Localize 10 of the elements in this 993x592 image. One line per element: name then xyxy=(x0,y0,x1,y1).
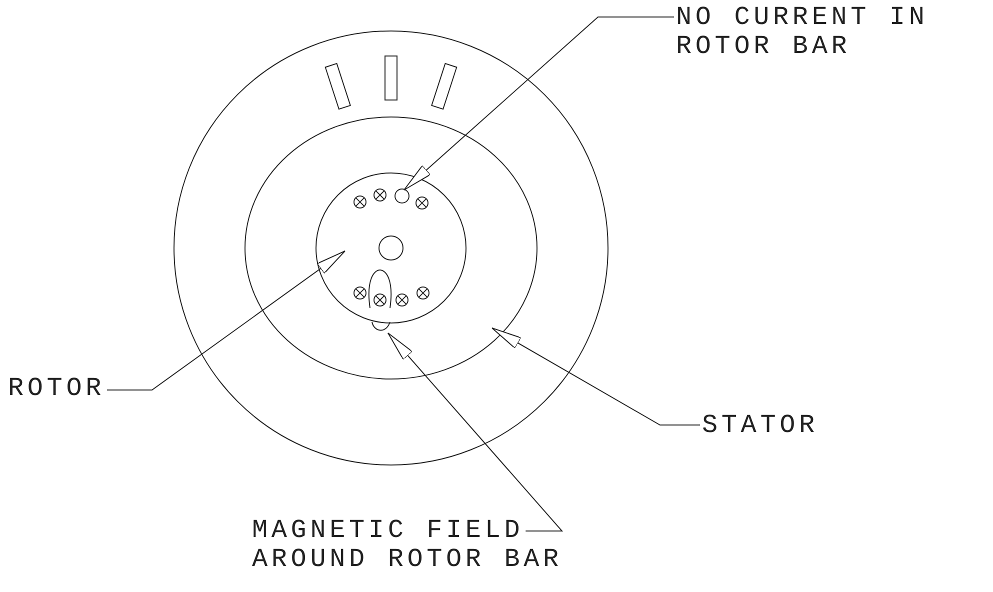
leader-line xyxy=(492,328,700,426)
rotor-bar xyxy=(394,188,410,204)
leader-line xyxy=(388,332,564,532)
leader-line xyxy=(404,16,674,190)
callout-label: STATOR xyxy=(702,411,842,440)
callout-label: MAGNETIC FIELD AROUND ROTOR BAR xyxy=(252,516,592,574)
leader-line xyxy=(106,250,346,390)
stator-ring xyxy=(174,30,608,466)
callout-label: NO CURRENT IN ROTOR BAR xyxy=(676,3,976,61)
callout-label: ROTOR xyxy=(8,374,118,403)
